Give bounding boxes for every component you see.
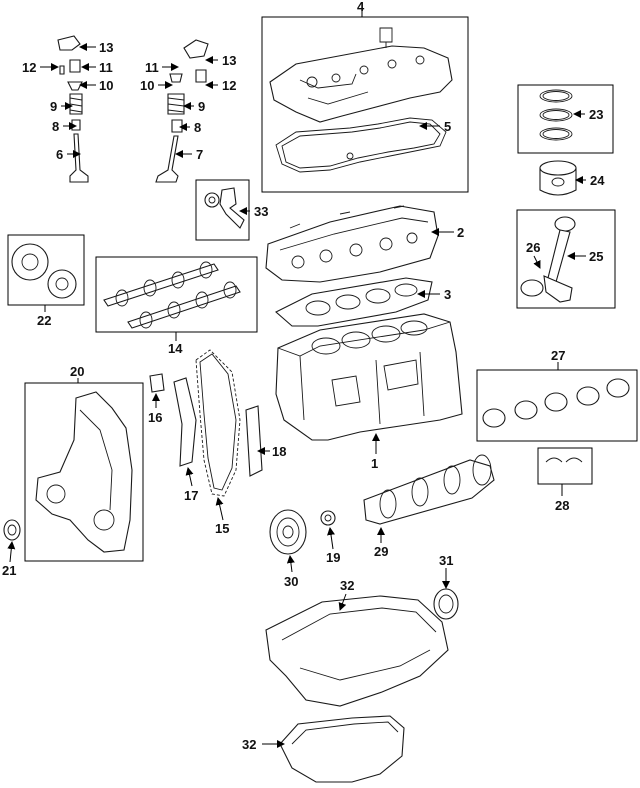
- callout-32-upper[interactable]: 32: [340, 578, 354, 593]
- callout-8-right[interactable]: 8: [194, 120, 201, 135]
- leader-lines: [7, 10, 586, 748]
- valve-cover: [269, 27, 453, 123]
- valve-cover-group-box: [261, 16, 469, 193]
- tensioner-guide: [173, 377, 197, 467]
- callout-21[interactable]: 21: [2, 563, 16, 578]
- cam-gear: [11, 243, 77, 299]
- callout-8-left[interactable]: 8: [52, 119, 59, 134]
- callout-13-left[interactable]: 13: [99, 40, 113, 55]
- callout-25[interactable]: 25: [589, 249, 603, 264]
- callout-12-left[interactable]: 12: [22, 60, 36, 75]
- callout-23[interactable]: 23: [589, 107, 603, 122]
- callout-15[interactable]: 15: [215, 521, 229, 536]
- callout-19[interactable]: 19: [326, 550, 340, 565]
- callout-4[interactable]: 4: [357, 0, 365, 14]
- piston-rings: [539, 89, 573, 141]
- callout-10-left[interactable]: 10: [99, 78, 113, 93]
- engine-block: [275, 313, 463, 441]
- callout-13-right[interactable]: 13: [222, 53, 236, 68]
- timing-cover: [35, 391, 133, 553]
- thrust-washers: [545, 457, 583, 463]
- callout-11-right[interactable]: 11: [145, 60, 159, 75]
- callout-16[interactable]: 16: [148, 410, 162, 425]
- callout-27[interactable]: 27: [551, 348, 565, 363]
- callout-24[interactable]: 24: [590, 173, 605, 188]
- callout-14[interactable]: 14: [168, 341, 183, 356]
- callout-9-left[interactable]: 9: [50, 99, 57, 114]
- callout-17[interactable]: 17: [184, 488, 198, 503]
- callout-33[interactable]: 33: [254, 204, 268, 219]
- callout-20[interactable]: 20: [70, 364, 84, 379]
- callout-32-lower[interactable]: 32: [242, 737, 256, 752]
- callout-10-right[interactable]: 10: [140, 78, 154, 93]
- callout-28[interactable]: 28: [555, 498, 569, 513]
- callout-5[interactable]: 5: [444, 119, 451, 134]
- callout-30[interactable]: 30: [284, 574, 298, 589]
- valve-train-left: [57, 35, 89, 183]
- oil-pan-lower: [279, 715, 405, 783]
- oil-pan-upper: [265, 595, 449, 707]
- rear-main-seal: [433, 588, 459, 620]
- timing-chain: [195, 349, 241, 497]
- oil-control-valve: [204, 187, 245, 229]
- camshafts: [103, 261, 241, 329]
- connecting-rod: [520, 216, 576, 303]
- valve-cover-gasket: [275, 117, 447, 173]
- crank-sprocket: [320, 510, 336, 526]
- crank-bearings-box: [476, 369, 638, 442]
- callout-26[interactable]: 26: [526, 240, 540, 255]
- callout-18[interactable]: 18: [272, 444, 286, 459]
- callouts: 4 5 2 3 1 13 12 11 10 9 8 6 13 11 10 12 …: [2, 0, 605, 752]
- chain-guide: [245, 405, 263, 477]
- crankshaft: [363, 454, 495, 525]
- valve-train-right: [155, 39, 209, 183]
- head-gasket: [275, 277, 433, 327]
- timing-cover-box: [24, 382, 144, 562]
- callout-7[interactable]: 7: [196, 147, 203, 162]
- callout-9-right[interactable]: 9: [198, 99, 205, 114]
- chain-tensioner: [149, 373, 165, 393]
- crank-pulley: [269, 509, 307, 555]
- callout-31[interactable]: 31: [439, 553, 453, 568]
- connecting-rod-box: [516, 209, 616, 309]
- thrust-washer-box: [537, 447, 593, 485]
- callout-1[interactable]: 1: [371, 456, 378, 471]
- cylinder-head: [265, 205, 439, 283]
- callout-3[interactable]: 3: [444, 287, 451, 302]
- piston-rings-box: [517, 84, 614, 154]
- callout-2[interactable]: 2: [457, 225, 464, 240]
- callout-6[interactable]: 6: [56, 147, 63, 162]
- piston: [539, 160, 577, 196]
- cam-gear-box: [7, 234, 85, 306]
- callout-11-left[interactable]: 11: [99, 60, 113, 75]
- callout-22[interactable]: 22: [37, 313, 51, 328]
- front-seal: [3, 519, 21, 541]
- oil-control-valve-box: [195, 179, 250, 241]
- callout-12-right[interactable]: 12: [222, 78, 236, 93]
- callout-29[interactable]: 29: [374, 544, 388, 559]
- crank-bearings: [482, 378, 630, 428]
